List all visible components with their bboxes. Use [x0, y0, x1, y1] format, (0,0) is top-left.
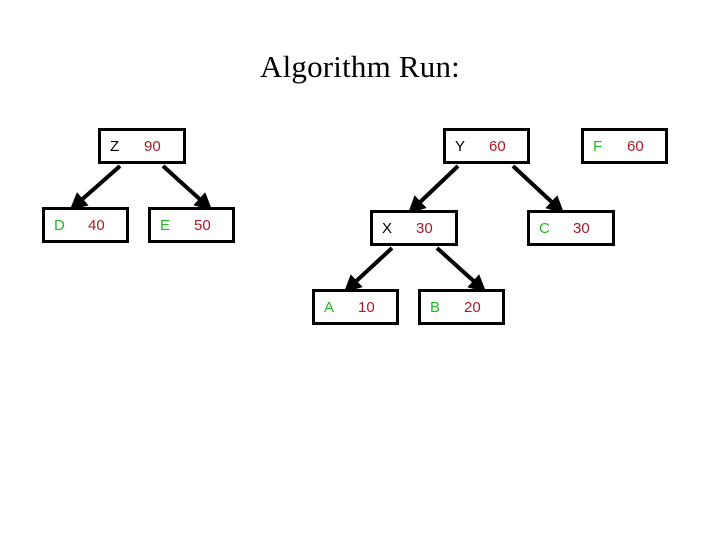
node-value: 60 [627, 137, 644, 155]
node-key: X [382, 219, 393, 237]
node-value: 90 [144, 137, 161, 155]
node-value: 10 [358, 298, 375, 316]
tree-node-e[interactable]: E 50 [148, 207, 235, 243]
node-key: D [54, 216, 65, 234]
tree-node-d[interactable]: D 40 [42, 207, 129, 243]
tree-node-y[interactable]: Y 60 [443, 128, 530, 164]
tree-node-z[interactable]: Z 90 [98, 128, 186, 164]
page-title: Algorithm Run: [259, 49, 460, 84]
tree-node-f[interactable]: F 60 [581, 128, 668, 164]
tree-node-a[interactable]: A 10 [312, 289, 399, 325]
tree-node-b[interactable]: B 20 [418, 289, 505, 325]
node-key: F [593, 137, 603, 155]
edge-arrow-y-to-c [511, 164, 565, 214]
node-key: B [430, 298, 441, 316]
edge-arrow-y-to-x [407, 164, 460, 214]
node-value: 50 [194, 216, 211, 234]
edge-arrow-z-to-d [69, 164, 122, 211]
node-key: E [160, 216, 171, 234]
tree-node-c[interactable]: C 30 [527, 210, 615, 246]
node-value: 40 [88, 216, 105, 234]
node-key: Y [455, 137, 466, 155]
node-value: 20 [464, 298, 481, 316]
node-value: 30 [573, 219, 590, 237]
edge-arrow-x-to-a [343, 246, 394, 293]
node-value: 30 [416, 219, 433, 237]
node-key: A [324, 298, 335, 316]
edge-arrow-x-to-b [435, 246, 487, 293]
tree-node-x[interactable]: X 30 [370, 210, 458, 246]
node-value: 60 [489, 137, 506, 155]
node-key: C [539, 219, 550, 237]
node-key: Z [110, 137, 120, 155]
edge-arrow-z-to-e [161, 164, 213, 211]
